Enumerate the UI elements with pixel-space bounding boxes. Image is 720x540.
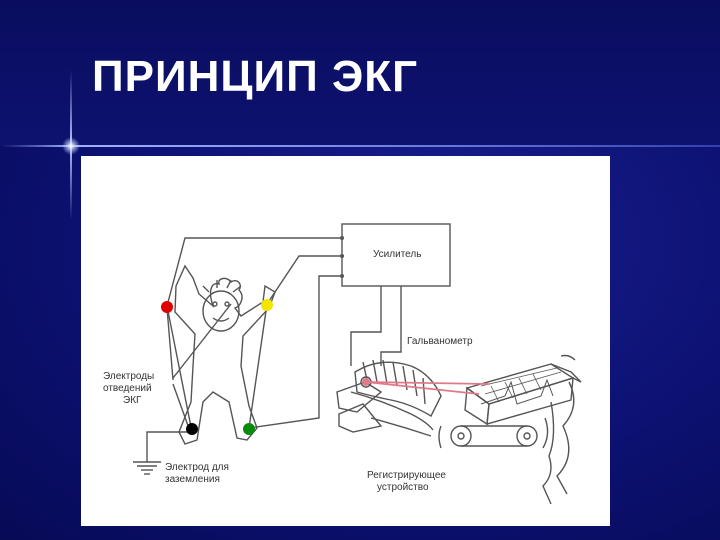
galvanometer-assembly <box>336 359 442 437</box>
wire-left-arm <box>266 255 342 305</box>
electrode-right-leg <box>186 423 198 435</box>
wire-amp-galv-2 <box>380 286 402 366</box>
ground-label-line1: Электрод для <box>165 462 229 473</box>
recorder-roller-right <box>516 425 538 447</box>
recording-device <box>438 354 582 505</box>
wire-left-leg <box>248 275 342 429</box>
ecg-diagram-panel: Усилитель Гальванометр Электроды отведен… <box>81 156 610 526</box>
electrode-left-arm <box>261 299 273 311</box>
galvanometer-label: Гальванометр <box>407 336 473 347</box>
wire-right-leg <box>146 431 192 454</box>
electrode-left-leg <box>243 423 255 435</box>
title-band <box>0 0 720 145</box>
leads-label-line3: ЭКГ <box>123 395 142 406</box>
amplifier-label: Усилитель <box>373 249 422 260</box>
ecg-diagram <box>133 223 582 505</box>
wire-right-arm <box>166 237 342 307</box>
recorder-label-line2: устройство <box>377 482 429 493</box>
figure-face <box>202 290 240 332</box>
wire-amp-galv-1 <box>350 286 382 366</box>
ground-symbol <box>133 454 161 475</box>
leads-label-line2: отведений <box>103 383 152 394</box>
leads-label-line1: Электроды <box>103 371 155 382</box>
slide-title: ПРИНЦИП ЭКГ <box>92 52 419 101</box>
recorder-label-line1: Регистрирующее <box>367 470 446 481</box>
recorder-roller-left <box>450 425 472 447</box>
decorative-horizontal-line <box>0 145 720 147</box>
decorative-sparkle <box>62 137 80 155</box>
human-figure <box>174 264 276 445</box>
ground-label-line2: заземления <box>165 474 220 485</box>
light-beam <box>362 378 490 395</box>
electrode-right-arm <box>161 301 173 313</box>
